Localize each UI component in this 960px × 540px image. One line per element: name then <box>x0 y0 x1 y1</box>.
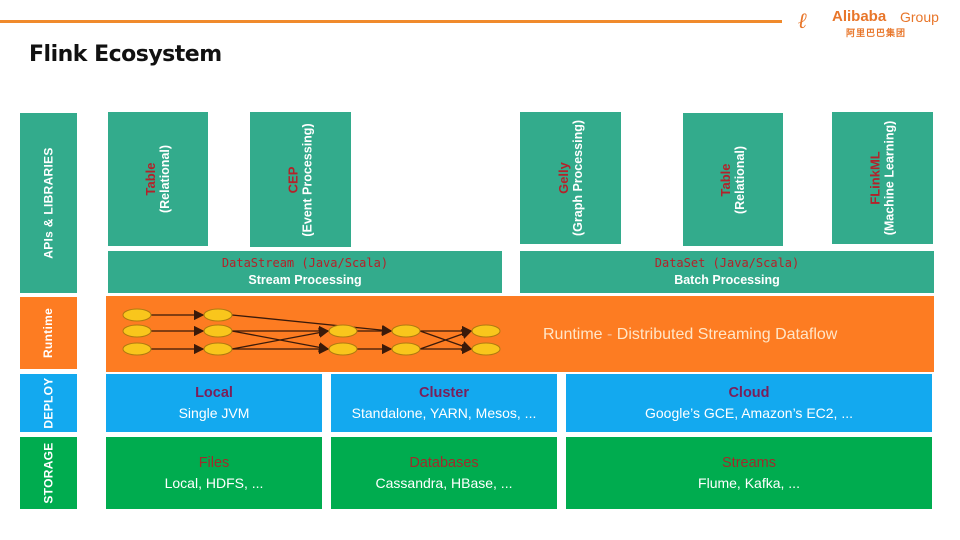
alibaba-logo-icon: ℓ <box>798 8 808 34</box>
api-name: DataSet (Java/Scala) <box>654 256 800 270</box>
layer-label-storage-text: STORAGE <box>41 442 56 504</box>
library-table-stream: Table(Relational) <box>108 112 208 246</box>
storage-head: Streams <box>722 455 776 471</box>
library-cep: CEP(Event Processing) <box>250 112 351 247</box>
logo-group-text: Group <box>900 9 939 25</box>
library-sub: (Relational) <box>733 145 747 214</box>
runtime-dash: - <box>602 326 617 343</box>
storage-streams: Streams Flume, Kafka, ... <box>566 437 932 509</box>
library-sub: (Graph Processing) <box>570 120 585 236</box>
library-sub: (Machine Learning) <box>882 120 897 236</box>
storage-head: Databases <box>409 455 479 471</box>
deploy-local: Local Single JVM <box>106 374 322 432</box>
dataflow-node <box>122 324 152 338</box>
layer-label-runtime: Runtime <box>20 297 77 369</box>
deploy-head: Cloud <box>728 385 770 401</box>
deploy-body: Standalone, YARN, Mesos, ... <box>351 405 537 421</box>
library-name: FLinkML <box>867 151 883 205</box>
dataflow-node <box>471 342 501 356</box>
header-accent-line <box>0 20 782 23</box>
library-sub: (Event Processing) <box>300 122 315 237</box>
dataflow-node <box>203 342 233 356</box>
api-sub: Stream Processing <box>248 273 362 287</box>
library-name: CEP <box>285 166 301 193</box>
dataflow-graph <box>122 308 501 356</box>
runtime-description: Runtime - Distributed Streaming Dataflow <box>543 326 837 344</box>
storage-databases: Databases Cassandra, HBase, ... <box>331 437 557 509</box>
api-dataset: DataSet (Java/Scala) Batch Processing <box>520 251 934 293</box>
library-name: Table <box>143 162 158 196</box>
dataflow-node <box>203 324 233 338</box>
layer-label-storage: STORAGE <box>20 437 77 509</box>
dataflow-edge <box>419 329 473 350</box>
page-title: Flink Ecosystem <box>29 42 222 67</box>
deploy-head: Cluster <box>419 385 469 401</box>
api-sub: Batch Processing <box>674 273 780 287</box>
runtime-desc: Distributed Streaming Dataflow <box>616 326 838 343</box>
storage-files: Files Local, HDFS, ... <box>106 437 322 509</box>
deploy-body: Google’s GCE, Amazon’s EC2, ... <box>644 405 854 421</box>
layer-label-deploy-text: DEPLOY <box>41 377 56 429</box>
storage-head: Files <box>198 455 230 471</box>
storage-body: Flume, Kafka, ... <box>698 475 800 491</box>
deploy-cloud: Cloud Google’s GCE, Amazon’s EC2, ... <box>566 374 932 432</box>
library-gelly: Gelly(Graph Processing) <box>520 112 621 244</box>
library-flinkml: FLinkML(Machine Learning) <box>832 112 933 244</box>
dataflow-node <box>328 324 358 338</box>
dataflow-node <box>203 308 233 322</box>
library-sub: (Relational) <box>158 144 172 214</box>
dataflow-node <box>391 324 421 338</box>
dataflow-node <box>471 324 501 338</box>
runtime-title: Runtime <box>543 326 603 343</box>
deploy-body: Single JVM <box>178 405 250 421</box>
layer-label-apis: APIs & LIBRARIES <box>20 113 77 293</box>
alibaba-group-logo: ℓ Alibaba Group 阿里巴巴集团 <box>798 6 958 38</box>
library-table-batch: Table(Relational) <box>683 113 783 246</box>
deploy-head: Local <box>195 385 233 401</box>
dataflow-edge <box>231 314 393 336</box>
logo-brand-text: Alibaba <box>832 8 887 25</box>
logo-chinese-text: 阿里巴巴集团 <box>846 28 907 38</box>
api-datastream: DataStream (Java/Scala) Stream Processin… <box>108 251 502 293</box>
runtime-layer <box>106 296 934 372</box>
api-name: DataStream (Java/Scala) <box>221 256 389 270</box>
library-name: Table <box>718 163 733 196</box>
library-name: Gelly <box>555 162 571 194</box>
dataflow-node <box>122 308 152 322</box>
dataflow-node <box>391 342 421 356</box>
storage-body: Local, HDFS, ... <box>164 475 264 491</box>
storage-body: Cassandra, HBase, ... <box>375 475 513 491</box>
dataflow-edge <box>231 327 330 350</box>
deploy-cluster: Cluster Standalone, YARN, Mesos, ... <box>331 374 557 432</box>
layer-label-apis-text: APIs & LIBRARIES <box>41 147 56 259</box>
layer-label-deploy: DEPLOY <box>20 374 77 432</box>
dataflow-node <box>122 342 152 356</box>
layer-label-runtime-text: Runtime <box>41 307 56 359</box>
dataflow-node <box>328 342 358 356</box>
